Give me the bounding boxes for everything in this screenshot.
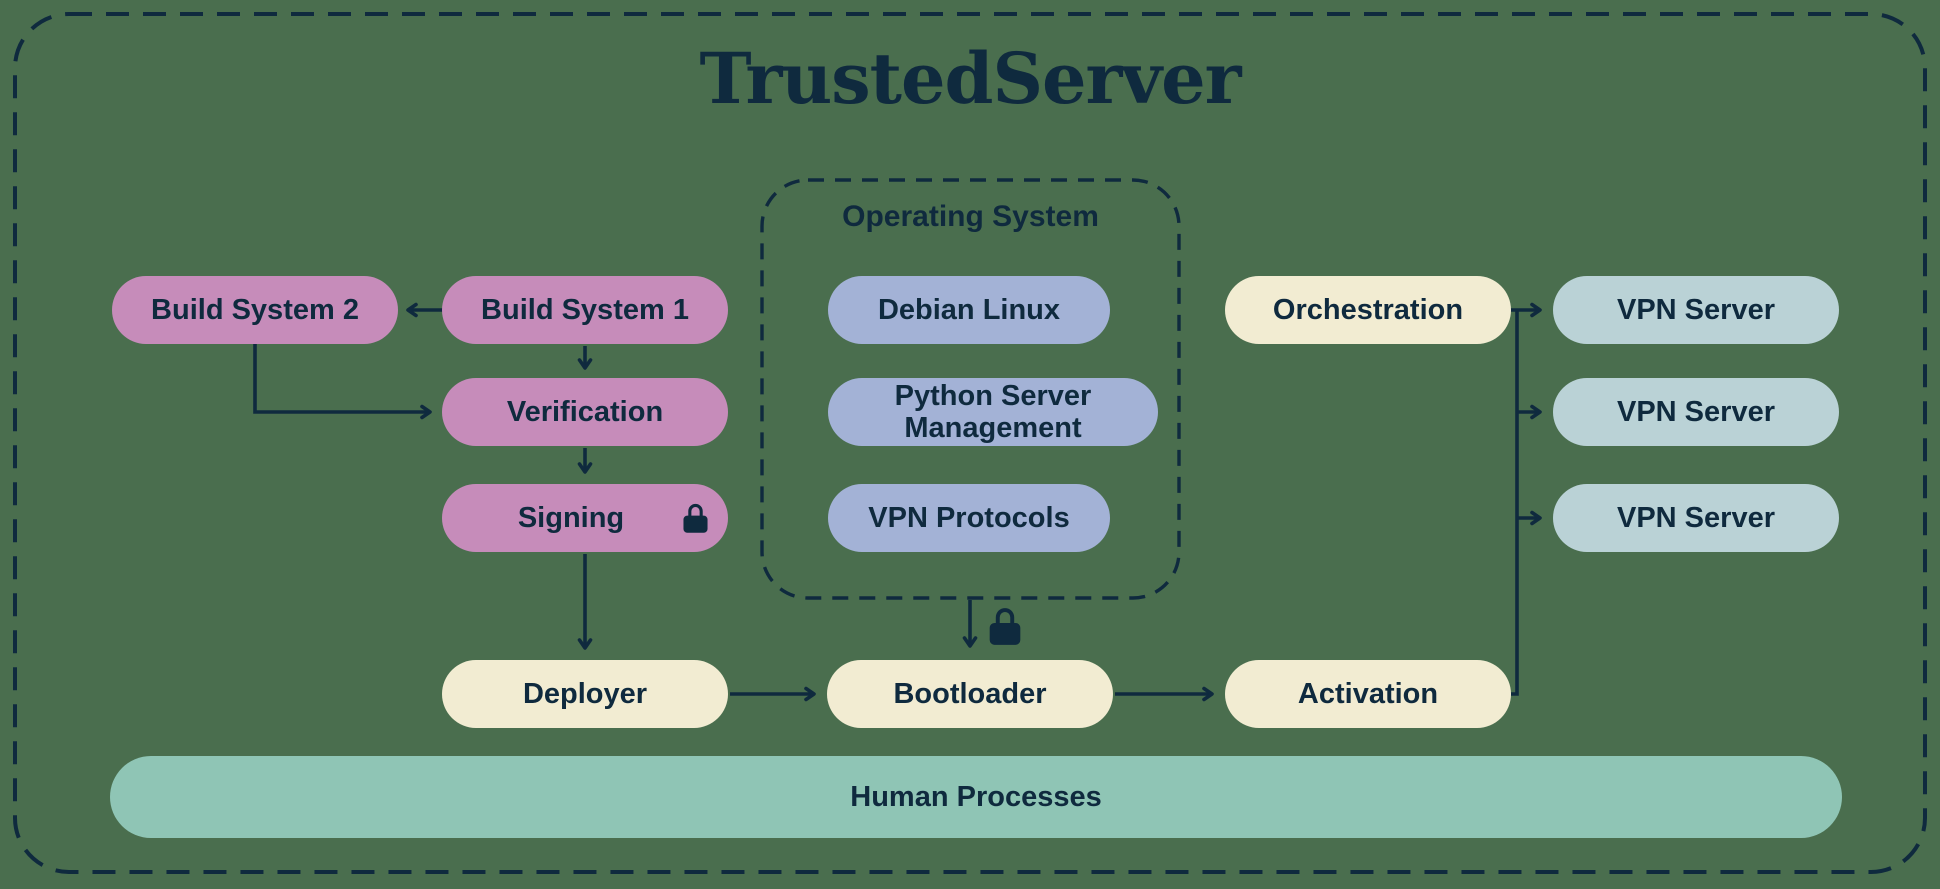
edge-activation-riser	[1511, 310, 1519, 696]
node-label: Debian Linux	[877, 293, 1061, 326]
node-label: Signing	[517, 501, 625, 534]
node-label: Deployer	[522, 677, 648, 710]
node-label: Activation	[1297, 677, 1439, 710]
node-label: Build System 1	[481, 293, 689, 326]
node-label: Python Server Management	[894, 379, 1092, 444]
node-bootloader: Bootloader	[827, 660, 1113, 728]
node-verification: Verification	[442, 378, 728, 446]
node-debian-linux: Debian Linux	[828, 276, 1110, 344]
lock-icon	[989, 608, 1021, 645]
node-label: VPN Server	[1617, 501, 1775, 534]
node-vpn-protocols: VPN Protocols	[828, 484, 1110, 552]
node-label: VPN Server	[1617, 293, 1775, 326]
node-python-server-management: Python Server Management	[828, 378, 1158, 446]
node-deployer: Deployer	[442, 660, 728, 728]
node-orchestration: Orchestration	[1225, 276, 1511, 344]
node-vpn-server-3: VPN Server	[1553, 484, 1839, 552]
operating-system-group-label: Operating System	[842, 200, 1099, 233]
node-label: VPN Server	[1617, 395, 1775, 428]
node-build-system-1: Build System 1	[442, 276, 728, 344]
node-vpn-server-1: VPN Server	[1553, 276, 1839, 344]
node-label: Bootloader	[893, 677, 1047, 710]
node-human-processes: Human Processes	[110, 756, 1842, 838]
diagram-title: TrustedServer	[699, 37, 1241, 120]
node-label: VPN Protocols	[868, 501, 1070, 534]
edge-build2-to-verification	[253, 344, 432, 420]
node-label: Verification	[506, 395, 664, 428]
node-activation: Activation	[1225, 660, 1511, 728]
node-label: Orchestration	[1272, 293, 1464, 326]
lock-icon	[683, 503, 708, 533]
node-build-system-2: Build System 2	[112, 276, 398, 344]
node-label: Human Processes	[850, 780, 1102, 813]
node-label: Build System 2	[151, 293, 359, 326]
node-vpn-server-2: VPN Server	[1553, 378, 1839, 446]
node-signing: Signing	[442, 484, 728, 552]
